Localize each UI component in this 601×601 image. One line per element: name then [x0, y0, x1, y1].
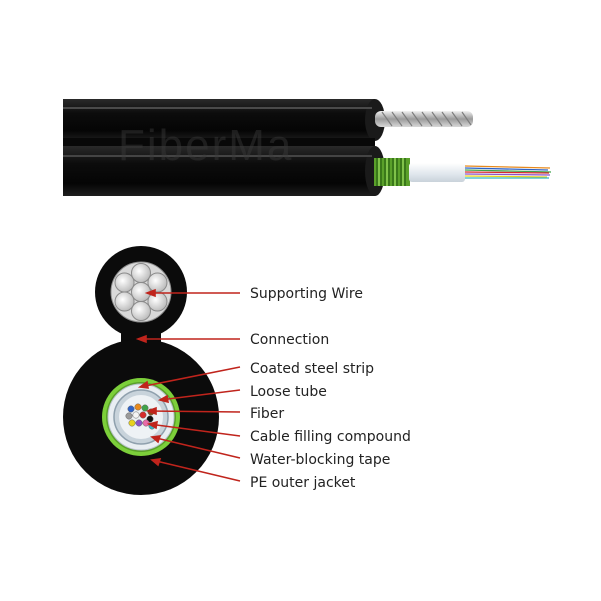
leader-arrowhead	[150, 435, 162, 444]
label-supporting-wire: Supporting Wire	[250, 286, 363, 302]
wire-strand	[114, 291, 135, 312]
leader-loose-tube	[159, 389, 241, 401]
wire-strand	[131, 301, 151, 321]
label-coated-steel-strip: Coated steel strip	[250, 361, 374, 377]
label-loose-tube: Loose tube	[250, 384, 327, 400]
fiber-strand	[139, 411, 147, 419]
fiber-strand	[141, 404, 149, 412]
leader-lines	[135, 288, 241, 482]
messenger-jacket	[63, 99, 375, 141]
fiber-strand	[134, 403, 142, 411]
label-pe-outer-jacket: PE outer jacket	[250, 475, 356, 491]
wire-strands	[114, 263, 168, 321]
leader-arrowhead	[135, 334, 147, 344]
leader-arrowhead	[157, 394, 169, 404]
leader-arrowhead	[137, 380, 149, 389]
leader-arrowhead	[144, 288, 156, 298]
cable-cross-section	[63, 246, 219, 495]
cable-jacket	[63, 146, 375, 196]
fiber-strand	[132, 411, 140, 419]
leader-arrowhead	[145, 406, 157, 416]
leader-water-blocking-tape	[151, 436, 241, 459]
fiber-strand	[125, 412, 133, 420]
label-cable-filling-compound: Cable filling compound	[250, 429, 411, 445]
fibers-side	[464, 165, 552, 179]
leader-arrowhead	[150, 458, 162, 467]
steel-messenger-wire	[375, 111, 473, 127]
leader-pe-outer-jacket	[151, 459, 241, 482]
label-connection: Connection	[250, 332, 329, 348]
label-fiber: Fiber	[250, 406, 284, 422]
wire-strand	[147, 272, 168, 293]
watermark: FiberMa	[118, 121, 293, 170]
wire-strand	[131, 263, 151, 283]
loose-tube-side	[409, 163, 465, 182]
fiber-strand	[127, 405, 135, 413]
wire-strand	[114, 272, 135, 293]
cable-side-view: FiberMa	[63, 99, 552, 196]
fiber-strand	[142, 419, 150, 427]
fiber-strand	[128, 419, 136, 427]
leader-fiber	[147, 410, 241, 413]
leader-coated-steel-strip	[139, 366, 241, 388]
leader-cable-filling-compound	[148, 423, 241, 437]
labels: Supporting Wire Connection Coated steel …	[250, 286, 411, 491]
leader-arrowhead	[146, 420, 158, 430]
label-water-blocking-tape: Water-blocking tape	[250, 452, 390, 468]
fiber-strand	[135, 419, 143, 427]
steel-strip-side	[374, 158, 410, 186]
